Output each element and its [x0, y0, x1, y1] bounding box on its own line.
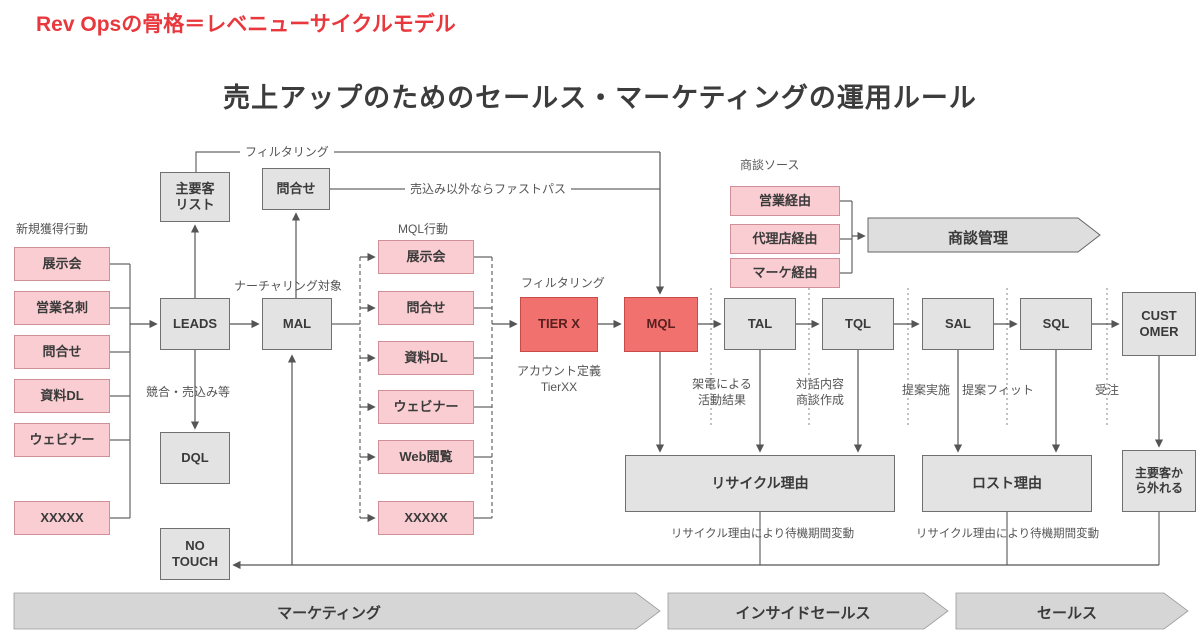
mql-action-webinar: ウェビナー — [378, 390, 474, 424]
dialog-label: 対話内容 商談作成 — [795, 377, 844, 407]
competitor-label: 競合・売込み等 — [146, 385, 231, 399]
nurturing-label: ナーチャリング対象 — [234, 279, 342, 293]
mql-action-web-view: Web閲覧 — [378, 440, 474, 474]
recycle-wait-label-2: リサイクル理由により待機期間変動 — [915, 528, 1100, 540]
source-webinar: ウェビナー — [14, 423, 110, 457]
order-label: 受注 — [1094, 383, 1119, 397]
no-touch-box: NO TOUCH — [160, 528, 230, 580]
proposal-fit-label: 提案フィット — [962, 383, 1034, 397]
mql-action-doc-dl: 資料DL — [378, 341, 474, 375]
deal-source-agency: 代理店経由 — [730, 224, 840, 254]
deal-management-label: 商談管理 — [947, 230, 1008, 247]
sql-box: SQL — [1020, 298, 1092, 350]
source-expo: 展示会 — [14, 247, 110, 281]
call-result-label: 架電による 活動結果 — [692, 377, 752, 407]
tal-box: TAL — [724, 298, 796, 350]
out-of-key-customer-box: 主要客か ら外れる — [1122, 450, 1196, 512]
mql-actions-heading: MQL行動 — [398, 222, 449, 236]
deal-source-marketing: マーケ経由 — [730, 258, 840, 288]
dql-box: DQL — [160, 432, 230, 484]
customer-box: CUST OMER — [1122, 292, 1196, 356]
recycle-reason-box: リサイクル理由 — [625, 455, 895, 512]
account-definition-label: アカウント定義 TierXX — [516, 364, 601, 394]
mql-action-other: XXXXX — [378, 501, 474, 535]
proposal-label: 提案実施 — [901, 383, 950, 397]
mal-box: MAL — [262, 298, 332, 350]
fast-pass-label: 売込み以外ならファストパス — [405, 182, 572, 198]
filtering-top-label: フィルタリング — [240, 145, 334, 161]
source-business-card: 営業名刺 — [14, 291, 110, 325]
tql-box: TQL — [822, 298, 894, 350]
tier-x-box: TIER X — [520, 297, 598, 352]
deal-source-sales: 営業経由 — [730, 186, 840, 216]
source-other: XXXXX — [14, 501, 110, 535]
lane-inside-sales-label: インサイドセールス — [735, 605, 871, 622]
key-customer-list-box: 主要客 リスト — [160, 172, 230, 222]
page-title: 売上アップのためのセールス・マーケティングの運用ルール — [223, 83, 977, 113]
filtering-tier-label: フィルタリング — [521, 276, 605, 290]
mql-box: MQL — [624, 297, 698, 352]
lost-reason-box: ロスト理由 — [922, 455, 1092, 512]
acquisition-heading: 新規獲得行動 — [16, 222, 89, 236]
mql-action-inquiry: 問合せ — [378, 291, 474, 325]
inquiry-top-box: 問合せ — [262, 168, 330, 210]
deal-source-heading: 商談ソース — [740, 158, 800, 172]
lane-sales-label: セールス — [1036, 605, 1097, 622]
source-doc-dl: 資料DL — [14, 379, 110, 413]
page-eyebrow-title: Rev Opsの骨格＝レベニューサイクルモデル — [36, 13, 456, 36]
source-inquiry: 問合せ — [14, 335, 110, 369]
recycle-wait-label-1: リサイクル理由により待機期間変動 — [670, 528, 855, 540]
lane-marketing-label: マーケティング — [277, 605, 381, 622]
mql-action-expo: 展示会 — [378, 240, 474, 274]
sal-box: SAL — [922, 298, 994, 350]
leads-box: LEADS — [160, 298, 230, 350]
